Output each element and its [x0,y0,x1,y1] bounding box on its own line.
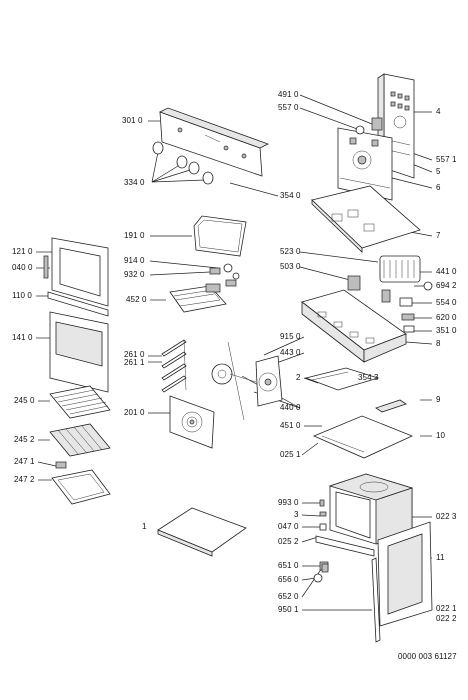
label-993-0: 993 0 [278,498,299,507]
label-110-0: 110 0 [12,291,32,300]
label-503-0: 503 0 [280,262,301,271]
label-451-0: 451 0 [280,421,301,430]
label-11: 11 [436,553,445,562]
label-440-0: 440 0 [280,403,301,412]
label-351-0: 351 0 [436,326,457,335]
top-plate-part-7 [311,185,421,253]
label-441-0: 441 0 [436,267,457,276]
label-652-0: 652 0 [278,592,299,601]
duct-tray-part-8 [301,289,407,363]
label-10: 10 [436,431,446,440]
label-022-3: 022 3 [436,512,457,521]
label-452-0: 452 0 [126,295,147,304]
label-620-0: 620 0 [436,313,457,322]
label-7: 7 [436,231,441,240]
switch-parts [381,289,415,333]
label-025-2: 025 2 [278,537,299,546]
control-panel-part-301 [158,107,270,177]
label-523-0: 523 0 [280,247,301,256]
label-950-1: 950 1 [278,605,299,614]
bottom-small-parts [313,499,381,643]
label-443-0: 443 0 [280,348,301,357]
oven-cavity [328,473,414,545]
front-frame-part-11 [377,521,433,627]
label-022-2: 022 2 [436,614,457,623]
outer-door-part-141 [49,311,109,393]
bottom-plate-part-10 [312,415,414,459]
label-245-0: 245 0 [14,396,35,405]
document-code: 0000 003 61127 [398,652,457,661]
label-301-0: 301 0 [122,116,143,125]
label-245-2: 245 2 [14,435,35,444]
label-9: 9 [436,395,441,404]
label-557-1: 557 1 [436,155,457,164]
label-2: 2 [296,373,301,382]
label-334-0: 334 0 [124,178,145,187]
label-1: 1 [142,522,147,531]
label-261-0: 261 0 [124,350,145,359]
grill-grid-part-245-2 [49,423,111,457]
bottom-panel-part-1 [157,507,247,557]
glass-pane-part-191 [193,215,247,257]
label-3: 3 [294,510,299,519]
label-141-0: 141 0 [12,333,33,342]
label-247-1: 247 1 [14,457,35,466]
rear-wall-part-6 [337,127,393,201]
label-191-0: 191 0 [124,231,145,240]
label-491-0: 491 0 [278,90,299,99]
label-040-0: 040 0 [12,263,33,272]
label-651-0: 651 0 [278,561,299,570]
wire-rack-part-245-0 [49,385,111,419]
label-261-1: 261 1 [124,358,145,367]
fan-motor-part-491 [355,117,383,135]
label-914-0: 914 0 [124,256,145,265]
door-hinge-part-110 [47,291,109,317]
knobs-part-334 [152,141,214,185]
label-247-2: 247 2 [14,475,35,484]
tangential-fan-part-441 [347,255,433,291]
label-694-2: 694 2 [436,281,457,290]
label-656-0: 656 0 [278,575,299,584]
label-354-0: 354 0 [280,191,301,200]
label-121-0: 121 0 [12,247,33,256]
fan-cover-part-201 [169,395,215,449]
side-part-9 [375,399,407,413]
label-025-1: 025 1 [280,450,301,459]
label-201-0: 201 0 [124,408,145,417]
label-932-0: 932 0 [124,270,145,279]
fan-assembly-part-443 [211,341,283,421]
label-6: 6 [436,183,441,192]
label-022-1: 022 1 [436,604,457,613]
label-4: 4 [436,107,441,116]
door-frame-part-121 [43,237,109,307]
grill-element-part-452 [169,283,227,313]
label-915-0: 915 0 [280,332,301,341]
label-557-0: 557 0 [278,103,299,112]
drip-tray-part-247 [51,461,111,505]
side-rail-part-2 [304,367,380,391]
side-runners-part-261 [161,339,187,393]
label-554-0: 554 0 [436,298,457,307]
thermostat-parts [209,263,240,287]
label-354-3: 354 3 [358,373,379,382]
label-5: 5 [436,167,441,176]
label-047-0: 047 0 [278,522,299,531]
label-8: 8 [436,339,441,348]
